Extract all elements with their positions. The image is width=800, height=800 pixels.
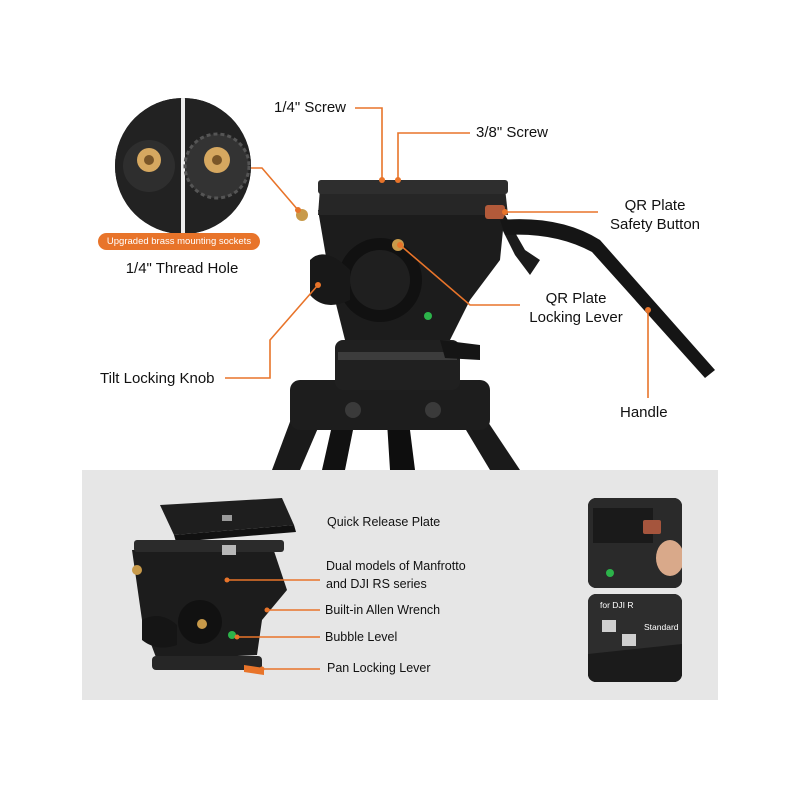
tripod-legs (272, 380, 520, 470)
quick-release-plate-label: Quick Release Plate (327, 515, 441, 529)
thread-hole-detail-inset (115, 98, 251, 234)
qr-plate-locking-line1: QR Plate (545, 290, 607, 307)
pan-base (335, 340, 480, 390)
dual-models-line2: and DJI RS series (326, 577, 427, 591)
allen-wrench-label: Built-in Allen Wrench (325, 603, 441, 617)
pan-handle (500, 219, 715, 378)
leader-dots (295, 177, 651, 313)
qr-plate-locking-line2: Locking Lever (529, 309, 623, 326)
qr-plate-locking-label: QR Plate Locking Lever (522, 289, 630, 327)
safety-button-thumbnail (588, 498, 682, 588)
three-eighths-screw-label: 3/8" Screw (476, 124, 549, 141)
brass-sockets-badge: Upgraded brass mounting sockets (98, 233, 260, 250)
quarter-screw-label: 1/4" Screw (274, 99, 347, 116)
qr-plate-safety-line2: Safety Button (609, 216, 701, 233)
handle-label: Handle (620, 404, 668, 421)
qr-plate-safety-label: QR Plate Safety Button (600, 196, 710, 234)
dji-label: for DJI R (600, 600, 634, 610)
dji-plate-thumbnail: for DJI R Standard (588, 594, 682, 682)
head-with-plate-illustration (132, 498, 320, 675)
dual-models-line1: Dual models of Manfrotto (326, 559, 466, 573)
bubble-level-label: Bubble Level (325, 630, 398, 644)
qr-plate-safety-line1: QR Plate (624, 197, 686, 214)
dual-models-label: Dual models of Manfrotto and DJI RS seri… (326, 557, 466, 593)
standard-label: Standard (644, 622, 679, 632)
pan-locking-lever-label: Pan Locking Lever (327, 661, 431, 675)
thread-hole-label: 1/4" Thread Hole (125, 260, 239, 277)
tilt-locking-knob-label: Tilt Locking Knob (100, 370, 215, 387)
